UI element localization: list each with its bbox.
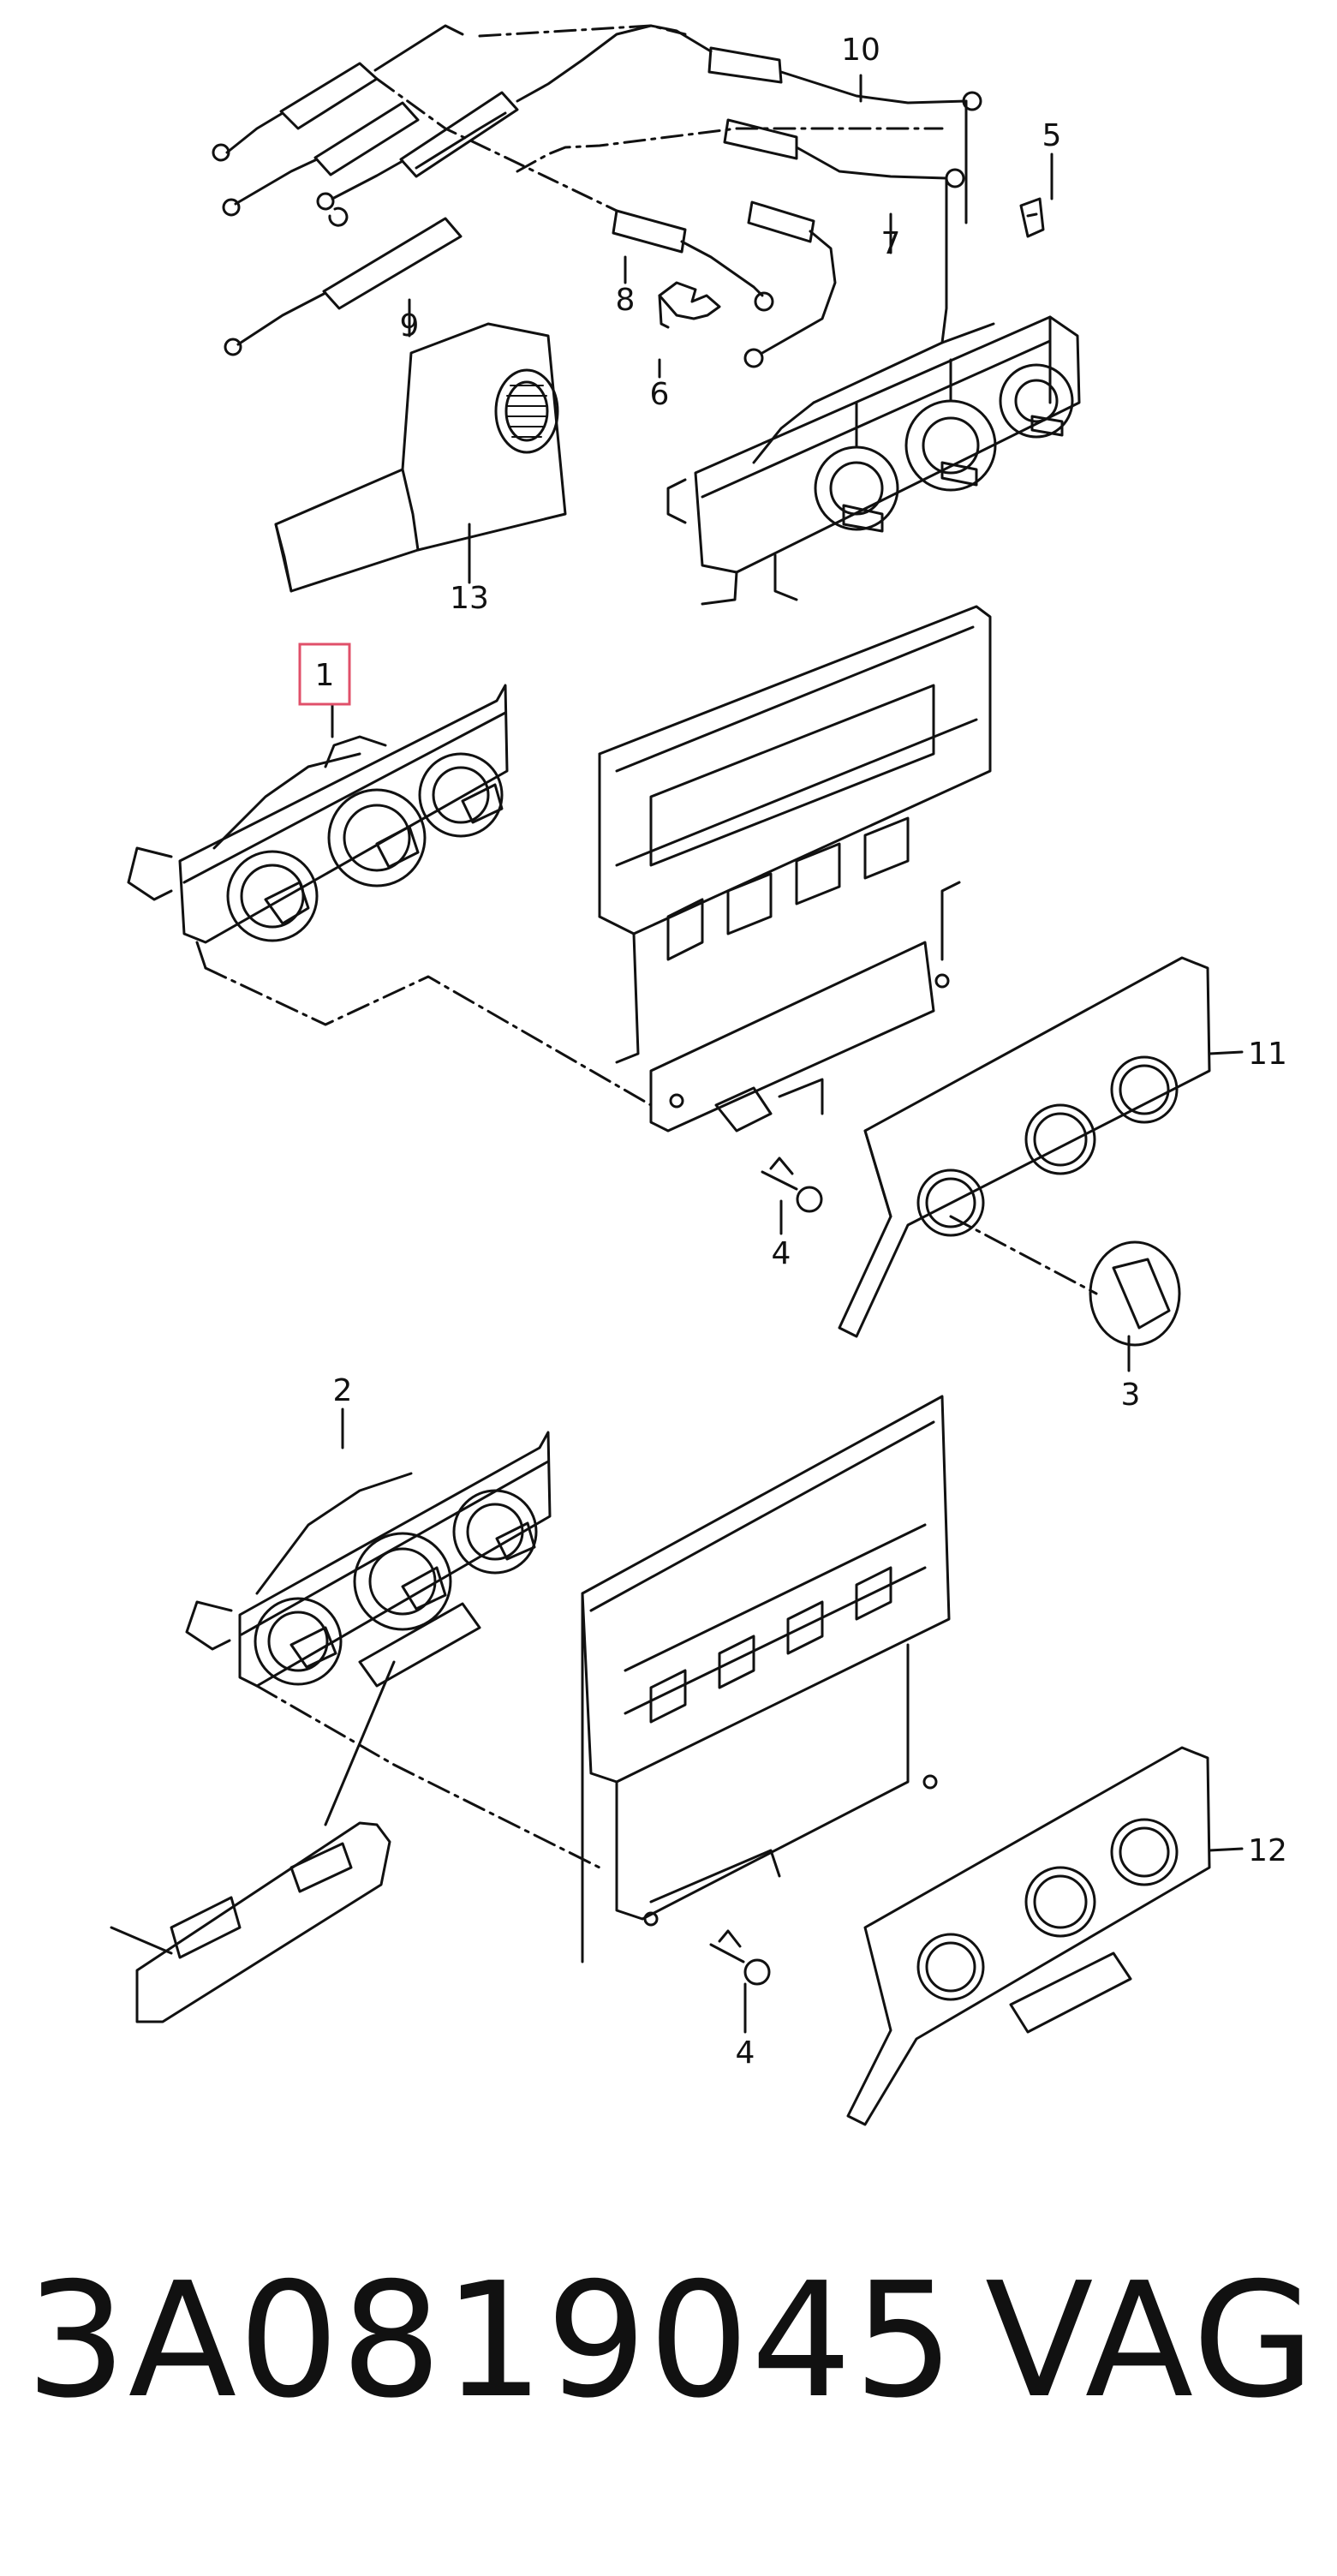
mounting-frame-upper: [598, 605, 992, 1133]
faceplate-part-11: [838, 956, 1244, 1338]
control-unit-top: [666, 315, 1081, 606]
mounting-frame-lower: [581, 1395, 951, 1963]
callout-1-highlight: [298, 643, 351, 706]
ac-switch-detail: [110, 1821, 391, 2023]
callout-11: 11: [1248, 1037, 1287, 1072]
callout-2: 2: [333, 1373, 353, 1408]
control-cables: [212, 24, 982, 368]
control-unit-part-2: [185, 1431, 601, 1869]
callout-1: 1: [315, 658, 335, 693]
callout-9: 9: [400, 308, 420, 344]
trim-cover-part-13: [274, 322, 567, 593]
callout-4-upper: 4: [772, 1236, 791, 1271]
screw-part-4-lower: [709, 1929, 771, 1986]
callout-7: 7: [881, 226, 901, 261]
control-unit-part-1: [127, 684, 653, 1107]
callout-4-lower: 4: [736, 2035, 755, 2071]
bracket-part-5: [1019, 197, 1045, 238]
callout-8: 8: [616, 283, 636, 318]
faceplate-part-12: [846, 1746, 1244, 2126]
callout-13: 13: [450, 581, 489, 616]
callout-6: 6: [650, 377, 670, 412]
callout-labels: 1 2 3 4 4 5 6 7 8 9 10 11 12 13: [315, 33, 1287, 2071]
callout-5: 5: [1042, 118, 1062, 153]
callout-3: 3: [1121, 1378, 1141, 1413]
knob-part-3: [1089, 1240, 1181, 1372]
exploded-parts-diagram: 1 2 3 4 4 5 6 7 8 9 10 11 12 13: [110, 24, 1287, 2126]
screw-part-4-upper: [761, 1157, 823, 1213]
callout-12: 12: [1248, 1833, 1287, 1868]
callout-10: 10: [841, 33, 880, 68]
cable-clip: [658, 281, 721, 329]
part-number: 3A0819045: [26, 2248, 957, 2433]
brand-name: VAG: [985, 2248, 1317, 2433]
